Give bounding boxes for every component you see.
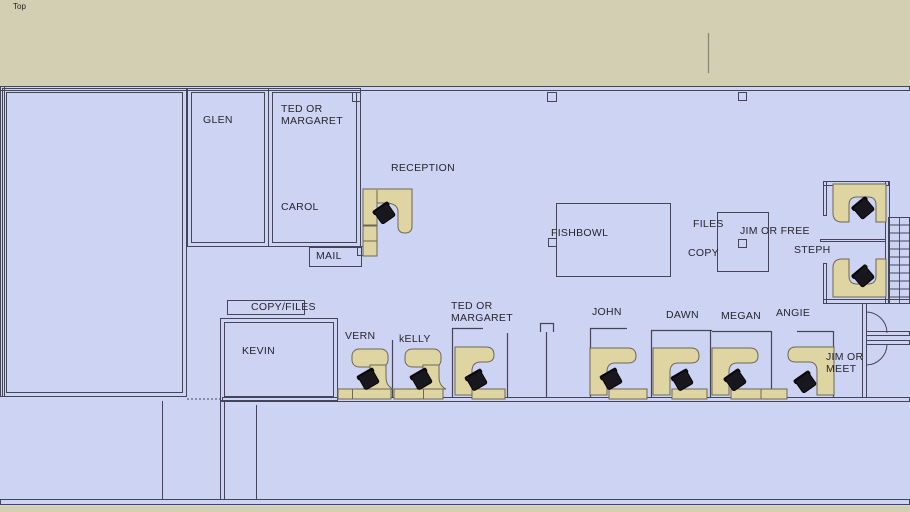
office-chair-icon <box>372 201 396 225</box>
label-line: JIM OR <box>826 351 864 363</box>
column-markers <box>547 92 747 248</box>
area-label-copy-files: COPY/FILES <box>251 301 316 313</box>
cabinet-strip <box>760 388 788 400</box>
cabinet-strip <box>471 388 506 400</box>
door-frame-notch <box>352 92 361 102</box>
label-line: MARGARET <box>281 115 343 127</box>
office-chair-icon <box>464 368 488 391</box>
room-label-kevin: KEVIN <box>242 345 276 357</box>
office-chair-icon <box>851 196 875 220</box>
desk-vern <box>351 348 389 368</box>
cabinet-strip <box>671 388 708 400</box>
desk-label-john: JOHN <box>592 306 622 318</box>
room-label-glen: GLEN <box>203 114 233 126</box>
walls <box>0 86 910 505</box>
files-copy-room-outline <box>717 212 769 272</box>
annotation-outlines <box>227 203 769 315</box>
door-swing-upper <box>865 311 888 334</box>
office-chair-icon <box>851 264 875 288</box>
fishbowl-room-outline <box>556 203 671 277</box>
desk-label-jim-or-free: JIM OR FREE <box>740 225 810 237</box>
office-chair-icon <box>723 368 747 392</box>
cabinet-strip <box>608 388 648 400</box>
room-label-jim-or-meet: JIM OR MEET <box>826 351 863 375</box>
desk-label-kelly: kELLY <box>399 333 431 345</box>
desk-ted-margaret <box>454 346 495 396</box>
desk-label-steph: STEPH <box>794 244 831 256</box>
desks <box>337 183 887 400</box>
staircase <box>889 218 909 303</box>
desk-label-dawn: DAWN <box>666 309 699 321</box>
office-chair-icon <box>793 370 817 394</box>
label-line: TED OR <box>281 103 323 115</box>
label-line: MEET <box>826 363 857 375</box>
copy-files-box-outline <box>227 300 305 315</box>
door-swings <box>865 311 888 366</box>
label-line: TED OR <box>451 300 493 312</box>
desk-label-megan: MEGAN <box>721 310 762 322</box>
cabinet <box>362 240 378 257</box>
desk-jim-or-free <box>832 183 887 223</box>
desk-steph <box>832 258 887 298</box>
area-label-files: FILES <box>693 218 724 230</box>
cabinet-strip <box>393 388 444 400</box>
desk-label-vern: VERN <box>345 330 376 342</box>
room-label-fishbowl: FISHBOWL <box>551 227 609 239</box>
room-label-ted-or-margaret: TED OR MARGARET <box>281 103 343 127</box>
desk-dawn <box>652 347 700 396</box>
room-label-carol: CAROL <box>281 201 319 213</box>
desk-angie <box>787 346 835 396</box>
cabinet-strip <box>337 388 392 400</box>
label-line: MARGARET <box>451 312 513 324</box>
office-chairs <box>356 196 875 394</box>
area-label-copy: COPY <box>688 247 719 259</box>
office-chair-icon <box>356 367 380 390</box>
desk-megan <box>711 347 759 396</box>
desk-kelly <box>404 348 442 368</box>
door-swing-lower <box>865 343 888 366</box>
stairwell-shaft <box>888 217 910 304</box>
model-background-band-top <box>0 0 910 86</box>
area-label-mail: MAIL <box>316 250 342 262</box>
model-background-band-bottom <box>0 506 910 512</box>
desk-label-ted-or-margaret: TED OR MARGARET <box>451 300 513 324</box>
partition-hook <box>539 322 555 332</box>
cabinet <box>362 225 378 242</box>
mail-box-outline <box>309 247 362 267</box>
desk-label-angie: ANGIE <box>776 307 811 319</box>
area-label-reception: RECEPTION <box>391 162 455 174</box>
viewport-view-label: Top <box>13 2 26 11</box>
office-chair-icon <box>599 367 623 390</box>
office-chair-icon <box>409 367 433 390</box>
office-chair-icon <box>670 368 694 391</box>
desk-john <box>589 347 637 396</box>
